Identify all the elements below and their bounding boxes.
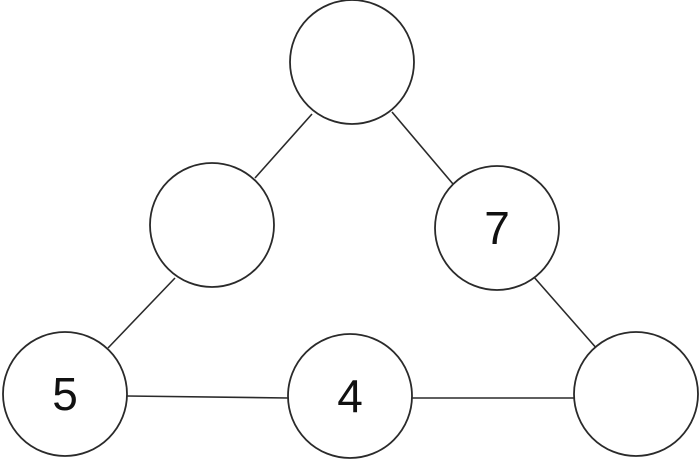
node-left-mid-circle[interactable] — [149, 162, 275, 288]
node-bottom-right[interactable] — [573, 331, 699, 457]
node-left-mid[interactable] — [149, 162, 275, 288]
node-bottom-right-circle[interactable] — [573, 331, 699, 457]
edge-top-right-mid — [391, 111, 454, 185]
node-right-mid-circle[interactable] — [434, 165, 560, 291]
node-top[interactable] — [289, 0, 415, 125]
node-right-mid-label: 7 — [484, 202, 510, 254]
node-bottom-left-label: 5 — [52, 368, 78, 420]
edge-bottom-left-bottom-mid — [126, 395, 289, 399]
edges — [107, 111, 599, 399]
node-bottom-left-circle[interactable] — [2, 331, 128, 457]
node-bottom-mid-circle[interactable] — [287, 333, 413, 459]
node-top-circle[interactable] — [289, 0, 415, 125]
edge-top-left-mid — [254, 113, 313, 179]
edge-right-mid-bottom-right — [532, 275, 599, 351]
node-right-mid[interactable]: 7 — [434, 165, 560, 291]
edge-left-mid-bottom-left — [107, 277, 176, 349]
node-bottom-mid[interactable]: 4 — [287, 333, 413, 459]
node-bottom-mid-label: 4 — [337, 370, 363, 422]
node-bottom-left[interactable]: 5 — [2, 331, 128, 457]
